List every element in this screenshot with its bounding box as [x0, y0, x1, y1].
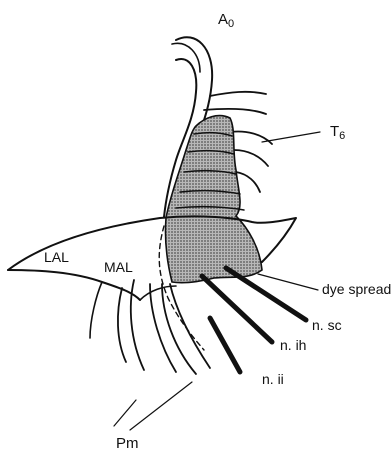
label-mal: MAL: [104, 259, 133, 275]
lower-structures: [118, 280, 210, 374]
label-thoracic: T6: [330, 123, 345, 142]
label-pm: Pm: [116, 435, 139, 452]
nerves: [202, 268, 306, 372]
wing-plate: [8, 216, 296, 338]
dye-spread-region: [165, 116, 262, 283]
label-lal: LAL: [44, 249, 69, 265]
label-n-ih: n. ih: [280, 337, 306, 353]
nerve-ii: [210, 318, 240, 372]
label-dye-spread: dye spread: [322, 281, 391, 297]
label-n-ii: n. ii: [262, 371, 284, 387]
nerve-ih: [202, 276, 272, 342]
label-aorta: A0: [218, 11, 234, 30]
label-n-sc: n. sc: [312, 317, 342, 333]
